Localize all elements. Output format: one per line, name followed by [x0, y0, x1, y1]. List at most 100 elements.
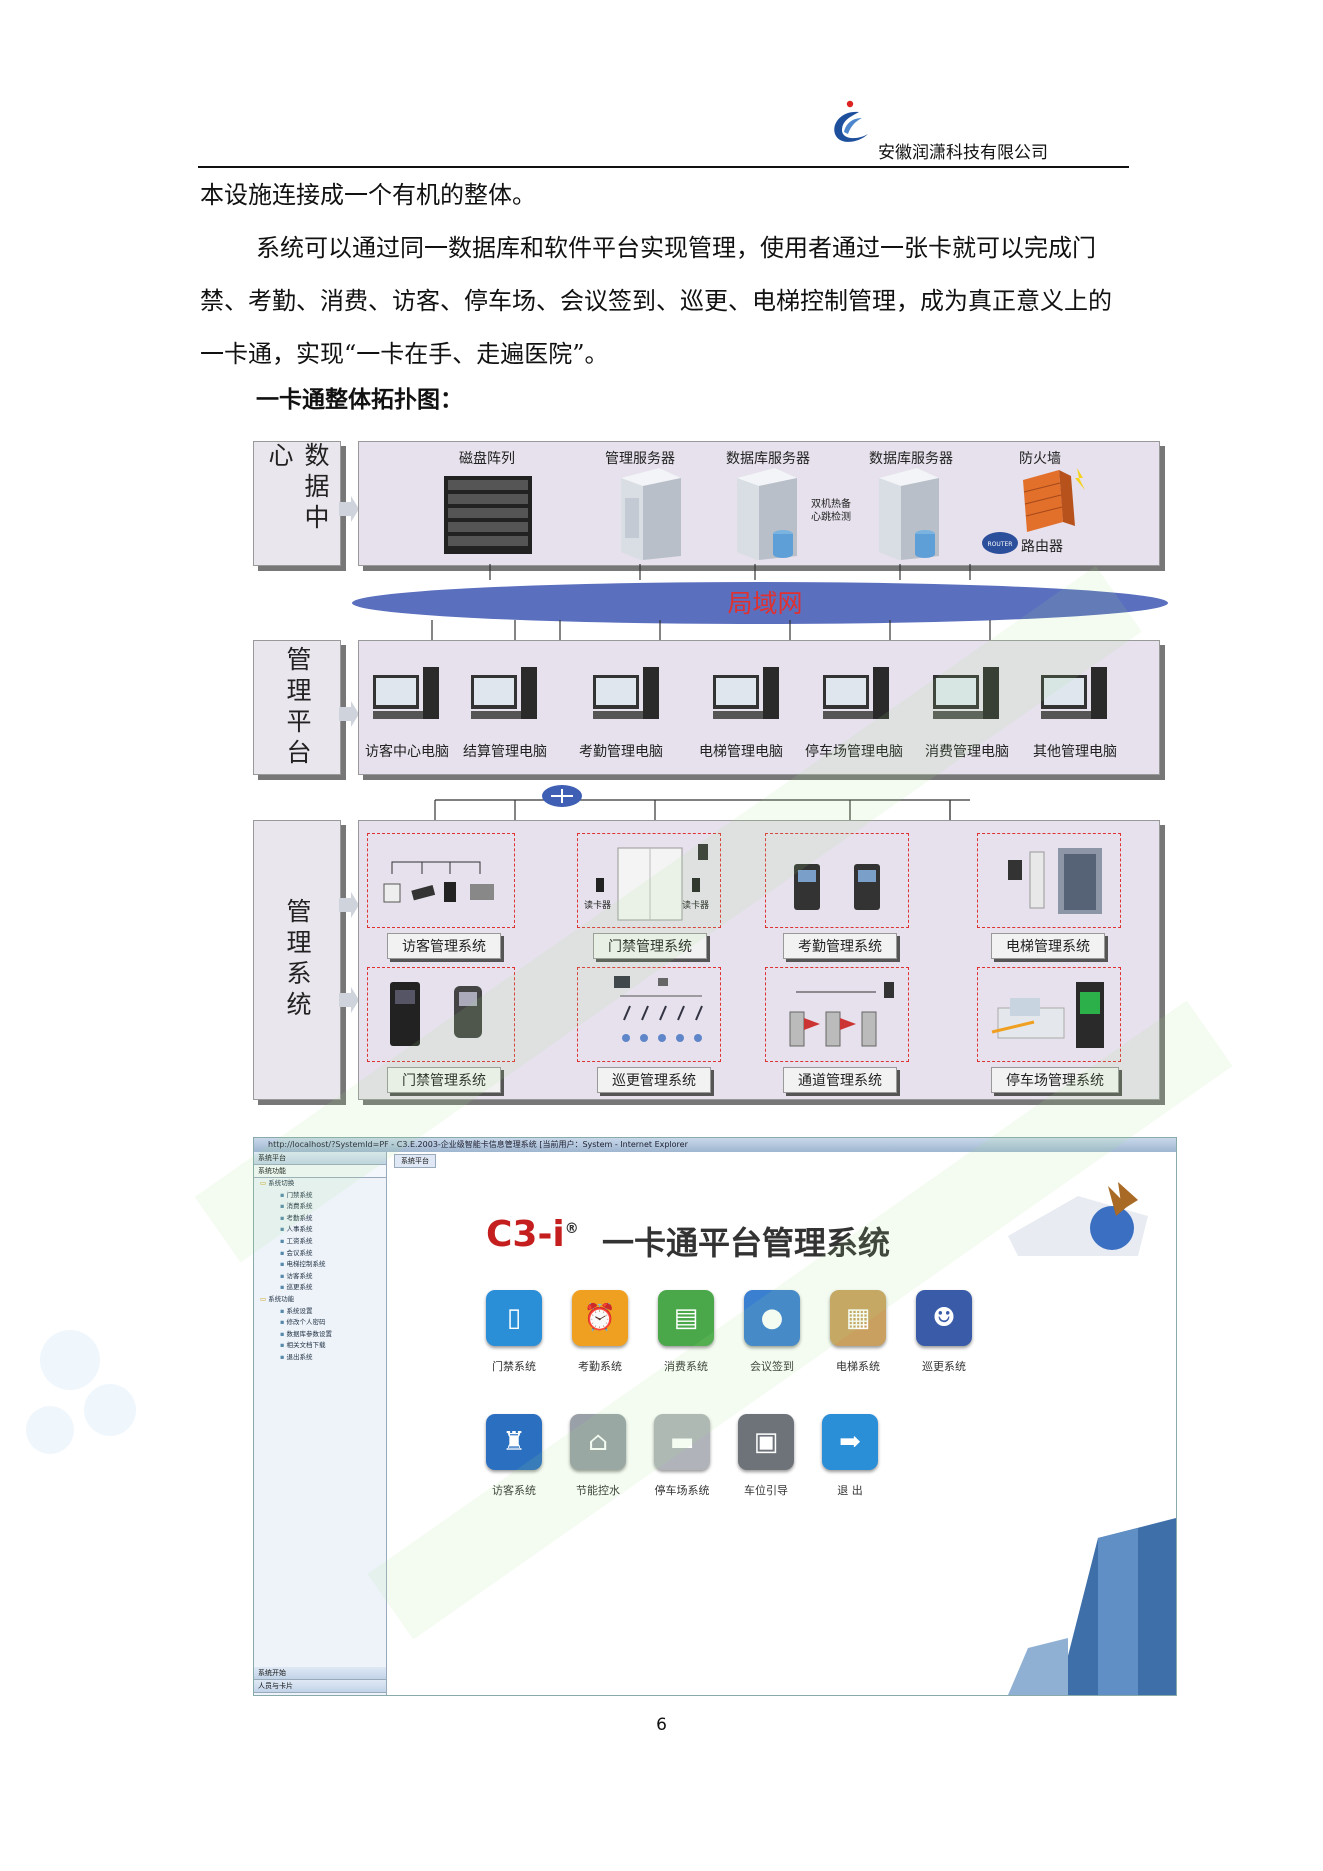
platform-panel: 访客中心电脑 结算管理电脑 考勤管理电脑 电梯管理电脑 停车场管理电脑 消费管理… [358, 640, 1160, 775]
section-heading: 一卡通整体拓扑图： [256, 387, 463, 413]
gate-system-box [765, 967, 909, 1062]
app-menjin-icon[interactable]: ▯ [486, 1290, 542, 1346]
tier-systems: 管理系统 [253, 820, 341, 1100]
label-pc-parking: 停车场管理电脑 [805, 744, 903, 760]
tree-item[interactable]: 巡更系统 [254, 1282, 386, 1294]
app-tingche-icon[interactable]: ▬ [654, 1414, 710, 1470]
app-fangke-label[interactable]: 访客系统 [492, 1484, 536, 1497]
parking-system-box [977, 967, 1121, 1062]
sidebar-tree: 系统切换门禁系统消费系统考勤系统人事系统工资系统会议系统电梯控制系统访客系统巡更… [254, 1178, 386, 1364]
screenshot-main: C3-i® 一卡通平台管理系统 ▯ 门禁系统 ⏰ 考勤系统 ▤ 消费系统 ● 会议签到 ▦ 电梯系… [388, 1168, 1176, 1695]
app-xiaofei-icon[interactable]: ▤ [658, 1290, 714, 1346]
butterfly-emblem-icon [1008, 1182, 1148, 1256]
tree-item[interactable]: 消费系统 [254, 1201, 386, 1213]
app-huiyi-icon[interactable]: ● [744, 1290, 800, 1346]
tree-item[interactable]: 门禁系统 [254, 1190, 386, 1202]
header-rule [198, 166, 1129, 168]
label-pc-other: 其他管理电脑 [1033, 744, 1117, 760]
screenshot-sidebar: 系统平台 系统功能 系统切换门禁系统消费系统考勤系统人事系统工资系统会议系统电梯… [254, 1152, 387, 1695]
sys-label-attendance: 考勤管理系统 [783, 933, 897, 959]
lan-ellipse: 局域网 [352, 582, 1168, 624]
tree-item[interactable]: 人事系统 [254, 1224, 386, 1236]
app-dianti-icon[interactable]: ▦ [830, 1290, 886, 1346]
turnstile-icon [789, 982, 894, 1047]
access-system-box-2 [367, 967, 515, 1062]
visitor-devices-icon [383, 861, 494, 903]
patrol-system-box [577, 967, 721, 1062]
computer-icon [933, 667, 999, 719]
app-menjin-label[interactable]: 门禁系统 [492, 1360, 536, 1373]
app-exit-label[interactable]: 退 出 [837, 1484, 863, 1497]
label-pc-attendance: 考勤管理电脑 [579, 744, 663, 760]
app-kaoqin-icon[interactable]: ⏰ [572, 1290, 628, 1346]
app-xungeng-icon[interactable]: ☻ [916, 1290, 972, 1346]
label-disk-array: 磁盘阵列 [459, 451, 515, 467]
label-db-server-2: 数据库服务器 [869, 451, 953, 467]
access-system-box: 读卡器 读卡器 [577, 833, 721, 928]
db-server-icon [737, 468, 797, 560]
body-line: 本设施连接成一个有机的整体。 [200, 181, 536, 209]
tree-item[interactable]: 修改个人密码 [254, 1317, 386, 1329]
app-logo: C3-i® [486, 1214, 579, 1255]
server-icon [621, 468, 681, 560]
sys-label-patrol: 巡更管理系统 [597, 1067, 711, 1093]
sys-label-parking: 停车场管理系统 [991, 1067, 1119, 1093]
sidebar-header[interactable]: 系统平台 [254, 1152, 386, 1165]
tree-item[interactable]: 系统功能 [254, 1294, 386, 1306]
datacenter-panel: 磁盘阵列 管理服务器 数据库服务器 数据库服务器 防火墙 双机热备心跳检测 RO… [358, 441, 1160, 566]
sys-label-access-2: 门禁管理系统 [387, 1067, 501, 1093]
reader-label: 读卡器 [584, 901, 612, 911]
app-tingche-label[interactable]: 停车场系统 [654, 1484, 710, 1497]
access-door-icon [596, 844, 708, 921]
sys-label-gate: 通道管理系统 [783, 1067, 897, 1093]
app-dianti-label[interactable]: 电梯系统 [836, 1360, 880, 1373]
tree-item[interactable]: 考勤系统 [254, 1213, 386, 1225]
app-chewei-icon[interactable]: ▣ [738, 1414, 794, 1470]
company-name: 安徽润潇科技有限公司 [878, 143, 1048, 163]
tree-item[interactable]: 会议系统 [254, 1248, 386, 1260]
attendance-terminal-icon [794, 864, 880, 910]
app-fangke-icon[interactable]: ♜ [486, 1414, 542, 1470]
computer-icon [373, 667, 439, 719]
tree-item[interactable]: 系统切换 [254, 1178, 386, 1190]
tree-item[interactable]: 相关文档下载 [254, 1340, 386, 1352]
label-pc-settlement: 结算管理电脑 [463, 744, 547, 760]
label-mgmt-server: 管理服务器 [605, 451, 675, 467]
tier-arrows [339, 496, 359, 1013]
label-db-server-1: 数据库服务器 [726, 451, 810, 467]
attendance-system-box [765, 833, 909, 928]
label-pc-elevator: 电梯管理电脑 [699, 744, 783, 760]
app-chewei-label[interactable]: 车位引导 [744, 1484, 788, 1497]
tree-item[interactable]: 退出系统 [254, 1352, 386, 1364]
app-jieneng-label[interactable]: 节能控水 [576, 1484, 620, 1497]
buildings-icon [1008, 1518, 1176, 1695]
app-kaoqin-label[interactable]: 考勤系统 [578, 1360, 622, 1373]
tree-item[interactable]: 工资系统 [254, 1236, 386, 1248]
tree-item[interactable]: 访客系统 [254, 1271, 386, 1283]
app-xungeng-label[interactable]: 巡更系统 [922, 1360, 966, 1373]
sidebar-footer-start[interactable]: 系统开始 [254, 1667, 386, 1680]
app-title: 一卡通平台管理系统 [602, 1224, 891, 1262]
tree-item[interactable]: 系统设置 [254, 1306, 386, 1318]
sidebar-footer-cards[interactable]: 人员与卡片 [254, 1680, 386, 1693]
db-server-icon [879, 468, 939, 560]
elevator-icon [1008, 848, 1102, 914]
router-icon: ROUTER [982, 532, 1018, 554]
elevator-system-box [977, 833, 1121, 928]
tree-item[interactable]: 数据库参数设置 [254, 1329, 386, 1341]
tab-platform[interactable]: 系统平台 [394, 1154, 436, 1168]
tree-item[interactable]: 电梯控制系统 [254, 1259, 386, 1271]
computer-icon [823, 667, 889, 719]
svg-text:局域网: 局域网 [727, 589, 802, 618]
body-paragraph: 系统可以通过同一数据库和软件平台实现管理，使用者通过一张卡就可以完成门禁、考勤、… [200, 234, 1112, 368]
access-terminal-icon [390, 982, 482, 1046]
sys-label-elevator: 电梯管理系统 [991, 933, 1105, 959]
app-xiaofei-label[interactable]: 消费系统 [664, 1360, 708, 1373]
sidebar-section[interactable]: 系统功能 [254, 1165, 386, 1178]
label-router: 路由器 [1021, 539, 1063, 555]
computer-icon [1041, 667, 1107, 719]
switch-icon [542, 785, 582, 807]
app-jieneng-icon[interactable]: ⌂ [570, 1414, 626, 1470]
app-huiyi-label[interactable]: 会议签到 [750, 1360, 794, 1373]
app-exit-icon[interactable]: ➡ [822, 1414, 878, 1470]
